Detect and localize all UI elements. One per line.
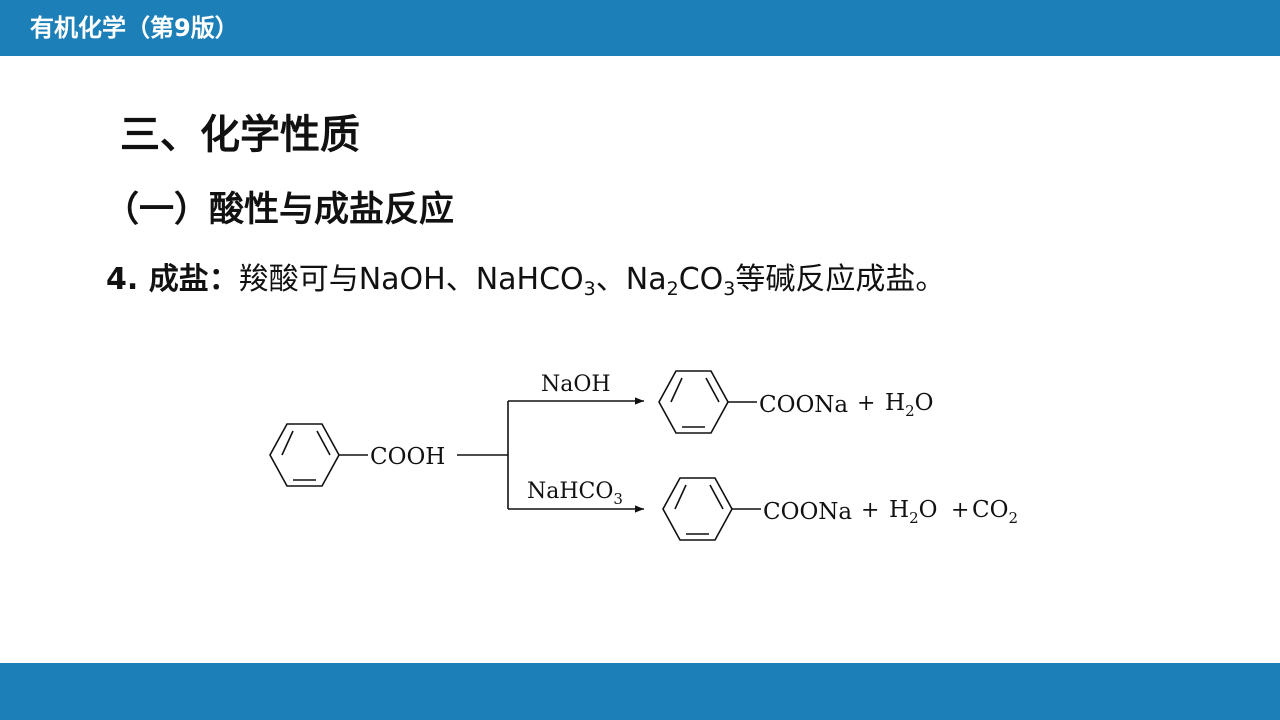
lower-water-sub: 2 [909, 509, 919, 527]
reactant-group: COOH [370, 444, 445, 470]
lower-byproduct-co2: CO2 [972, 497, 1018, 527]
lower-plus-1: + [861, 498, 879, 523]
reaction-branch [457, 401, 509, 509]
course-title: 有机化学（第9版） [30, 14, 239, 42]
point-colon: ： [208, 262, 239, 297]
lower-product-benzene-ring [662, 477, 733, 541]
point-sub-3: 3 [723, 278, 736, 300]
lower-product-group: COONa [763, 499, 852, 525]
footer-bar [0, 663, 1280, 720]
point-line: 4. 成盐：羧酸可与NaOH、NaHCO3、Na2CO3等碱反应成盐。 [106, 258, 945, 302]
subsection-title: （一）酸性与成盐反应 [104, 190, 455, 230]
point-text-3: CO [678, 262, 724, 297]
upper-water-sub: 2 [905, 402, 915, 420]
section-title: 三、化学性质 [120, 112, 360, 158]
point-sub-2: 2 [666, 278, 679, 300]
upper-water-suffix: O [915, 390, 934, 416]
lower-water-suffix: O [919, 497, 938, 523]
point-label: 4. 成盐 [106, 262, 209, 297]
point-text-1: 羧酸可与NaOH、NaHCO [238, 262, 584, 297]
upper-product-group: COONa [759, 392, 848, 418]
lower-byproduct-water: H2O [889, 497, 937, 527]
lower-reagent-prefix: NaHCO [527, 479, 613, 504]
upper-product-benzene-ring [658, 370, 729, 434]
lower-co2-sub: 2 [1008, 509, 1018, 527]
lower-reagent-sub: 3 [613, 490, 623, 508]
point-sub-1: 3 [583, 278, 596, 300]
upper-byproduct-water: H2O [885, 390, 933, 420]
header-bar: 有机化学（第9版） [0, 0, 1280, 56]
lower-plus-2: + [951, 498, 969, 523]
upper-reagent: NaOH [541, 372, 611, 397]
lower-reagent: NaHCO3 [527, 479, 623, 508]
upper-plus: + [857, 391, 875, 416]
point-text-4: 等碱反应成盐。 [735, 262, 946, 297]
lower-co2-prefix: CO [972, 497, 1008, 523]
lower-water-prefix: H [889, 497, 909, 523]
upper-water-prefix: H [885, 390, 905, 416]
reactant-benzene-ring [269, 423, 340, 487]
point-text-2: 、Na [595, 262, 667, 297]
